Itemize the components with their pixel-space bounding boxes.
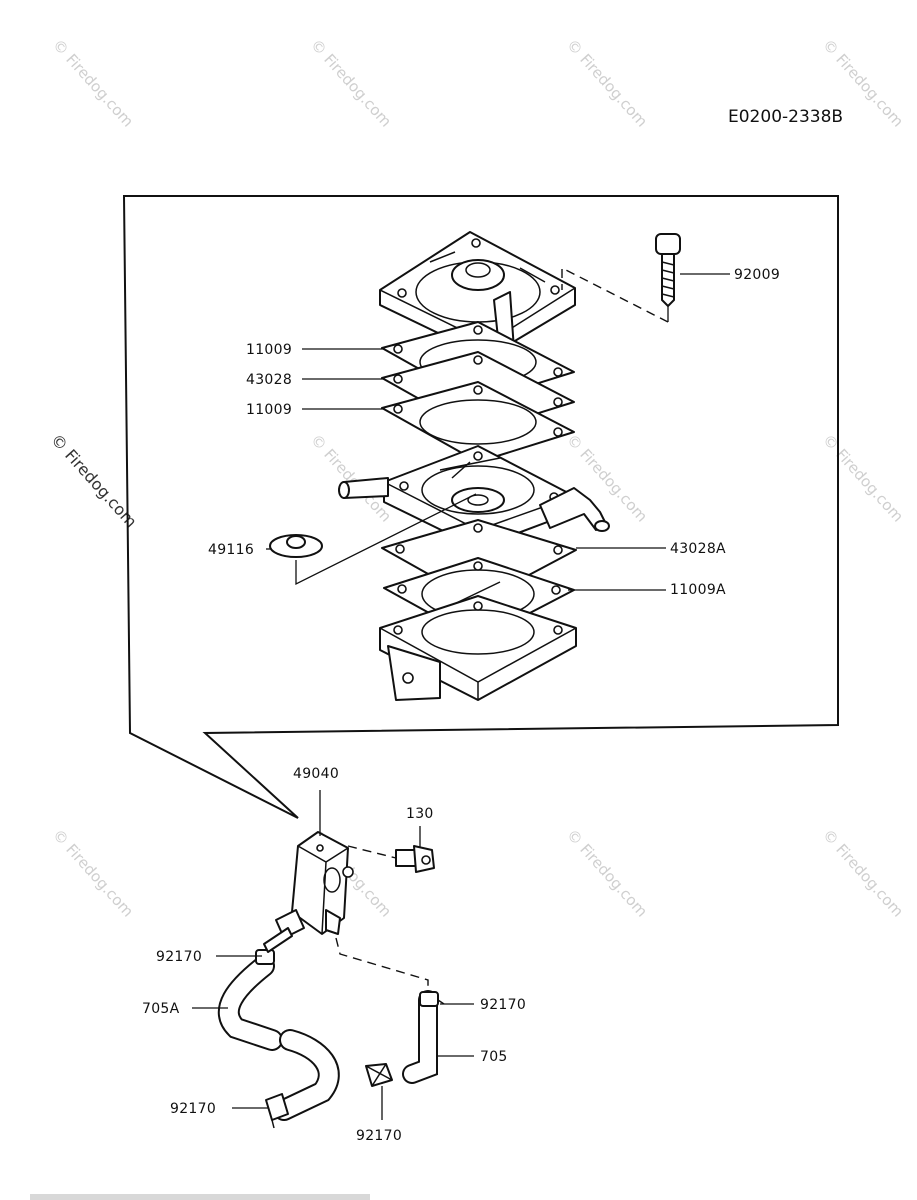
watermark: © Firedog.com — [307, 36, 395, 131]
bolt-130-guide — [347, 845, 397, 859]
callout-49116: 49116 — [208, 542, 254, 558]
callout-130: 130 — [406, 806, 434, 822]
callout-92170-inlet-top: 92170 — [156, 949, 202, 965]
watermark: © Firedog.com — [563, 826, 651, 921]
valve-49116 — [269, 534, 323, 558]
leader-lines-lower — [192, 955, 474, 1120]
callout-705: 705 — [480, 1049, 508, 1065]
drawing-code: E0200-2338B — [728, 107, 843, 127]
callout-705A: 705A — [142, 1001, 180, 1017]
watermark: © Firedog.com — [49, 826, 137, 921]
callout-92170-outlet-top: 92170 — [480, 997, 526, 1013]
bolt-130 — [395, 845, 435, 873]
pump-body — [338, 445, 610, 549]
bottom-edge-strip — [30, 1194, 370, 1200]
watermark: © Firedog.com — [819, 431, 907, 526]
callout-92009: 92009 — [734, 267, 780, 283]
inlet-hose-guide — [335, 937, 429, 998]
pump-assembly-49040 — [275, 831, 354, 939]
bolt-92009 — [655, 233, 681, 307]
callout-11009-upper: 11009 — [246, 342, 292, 358]
gasket-middle — [381, 381, 575, 463]
watermark: © Firedog.com — [819, 826, 907, 921]
valve-guide-line — [295, 493, 477, 586]
callout-43028A: 43028A — [670, 541, 726, 557]
callout-43028: 43028 — [246, 372, 292, 388]
leader-lines-upper — [266, 273, 730, 591]
clamp-outlet-bottom — [365, 1063, 393, 1087]
callout-92170-inlet-bottom: 92170 — [170, 1101, 216, 1117]
clamp-outlet-top — [419, 991, 445, 1007]
watermark: © Firedog.com — [563, 36, 651, 131]
clamp-inlet-top — [255, 927, 293, 965]
callout-11009-middle: 11009 — [246, 402, 292, 418]
callout-11009A: 11009A — [670, 582, 726, 598]
hose-705 — [402, 990, 438, 1084]
callout-49040: 49040 — [293, 766, 339, 782]
bolt-guide-line — [561, 266, 669, 323]
detail-frame — [122, 195, 839, 819]
clamp-inlet-bottom — [265, 1093, 289, 1129]
watermark: © Firedog.com — [49, 36, 137, 131]
pump-base — [379, 595, 577, 701]
hose-705A — [217, 955, 340, 1121]
callout-92170-outlet-bottom: 92170 — [356, 1128, 402, 1144]
